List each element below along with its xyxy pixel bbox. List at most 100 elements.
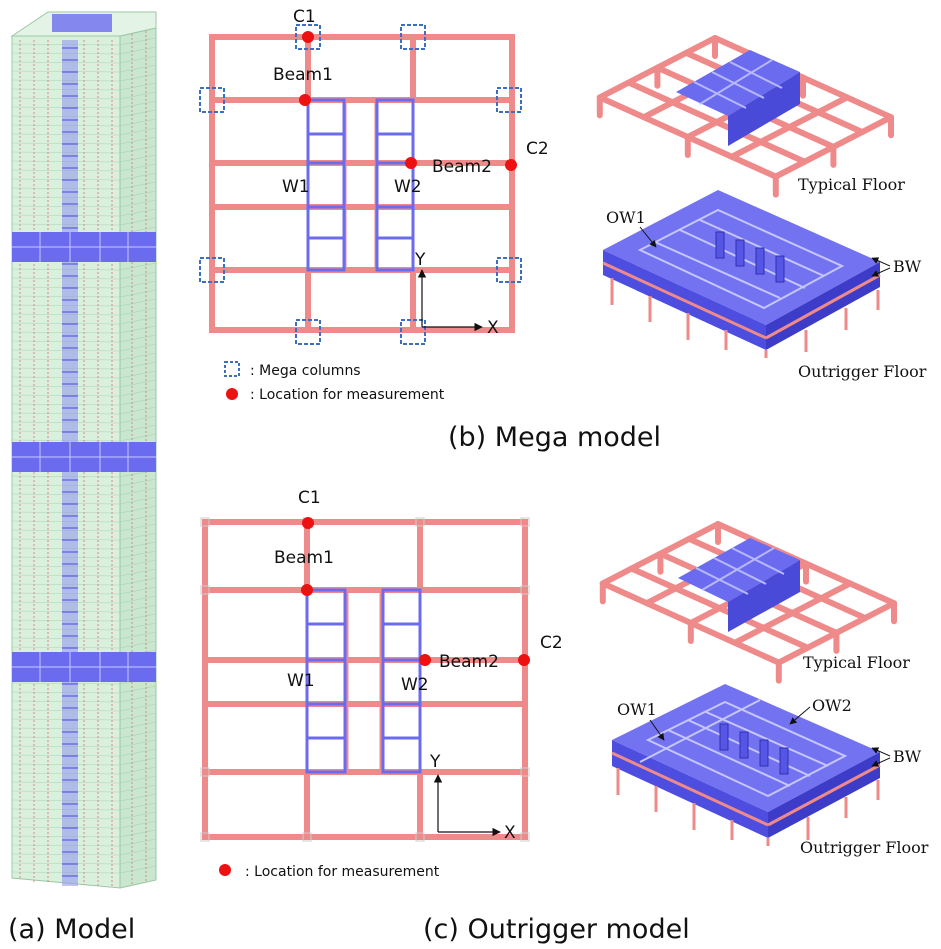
mega-column-marker: [295, 24, 321, 50]
tower-floor-line: [119, 622, 157, 631]
caption-b: (b) Mega model: [448, 422, 661, 453]
label-beam1: Beam1: [274, 548, 334, 568]
outrigger-plan-beams: [202, 519, 528, 840]
outrigger-band-1: [12, 232, 156, 262]
measure-point-c2: [518, 654, 530, 666]
mega-plan-core-walls: [306, 98, 415, 272]
tower-floor-line: [119, 433, 157, 442]
label-w1: W1: [282, 177, 310, 197]
mega-column-marker: [400, 319, 426, 345]
outrigger-legs: [610, 278, 880, 358]
legend-measurement: : Location for measurement: [250, 387, 445, 403]
tower-floor-line: [119, 424, 157, 433]
caption-a: (a) Model: [8, 914, 135, 945]
tower-floor-line: [119, 766, 157, 775]
mega-columns: [199, 24, 522, 345]
tower-floor-line: [119, 577, 157, 586]
tower-floor-line: [119, 136, 157, 145]
ow2-label: OW2: [812, 696, 852, 715]
tower-floor-line: [119, 370, 157, 379]
outrigger-floor-label: Outrigger Floor: [800, 838, 929, 857]
tower-floor-line: [119, 82, 157, 91]
tower-floor-line: [119, 298, 157, 307]
outrigger-core-fins: [715, 231, 785, 283]
tower-floor-line: [119, 73, 157, 82]
label-beam2: Beam2: [432, 157, 492, 177]
tower-floor-line: [119, 694, 157, 703]
tower-floor-line: [119, 586, 157, 595]
label-c2: C2: [526, 139, 549, 159]
label-c1: C1: [298, 488, 321, 508]
tower-floor-line: [119, 514, 157, 523]
tower-floor-line: [119, 811, 157, 820]
tower-floor-line: [119, 415, 157, 424]
label-w1: W1: [287, 671, 315, 691]
tower-floor-line: [119, 595, 157, 604]
tower-floor-line: [119, 613, 157, 622]
tower-crown: [52, 14, 112, 32]
typical-floor-label: Typical Floor: [803, 653, 910, 672]
tower-floor-line: [119, 505, 157, 514]
caption-c: (c) Outrigger model: [423, 914, 690, 945]
tower-floor-line: [119, 361, 157, 370]
tower-floor-line: [119, 559, 157, 568]
tower-floor-line: [119, 307, 157, 316]
outrigger-typical-core: [678, 538, 800, 632]
measure-point-beam2: [405, 157, 417, 169]
iso-beam: [731, 580, 853, 646]
tower-floor-line: [119, 838, 157, 847]
tower-floor-line: [119, 640, 157, 649]
mega-column-marker: [199, 257, 225, 283]
legend-measurement: : Location for measurement: [245, 864, 440, 880]
tower-floor-line: [119, 757, 157, 766]
tower-floor-line: [119, 802, 157, 811]
tower-floor-line: [119, 397, 157, 406]
typical-floor-label: Typical Floor: [798, 175, 905, 194]
label-w2: W2: [401, 675, 429, 695]
label-c2: C2: [540, 633, 563, 653]
tower-floor-line: [119, 325, 157, 334]
mega-typical-core: [676, 50, 800, 146]
outrigger-plan-columns: [200, 517, 530, 842]
outrigger-plan: C1 Beam1 Beam2 C2 W1 W2 Y X : Location f…: [200, 488, 563, 880]
tower-floor-line: [119, 64, 157, 73]
tower-floor-line: [119, 739, 157, 748]
mega-plan: C1 Beam1 Beam2 C2 W1 W2 Y X : Mega colum…: [199, 7, 549, 403]
tower-floor-line: [119, 91, 157, 100]
tower-floor-line: [119, 280, 157, 289]
measure-point-c1: [302, 517, 314, 529]
tower-floor-line: [119, 388, 157, 397]
label-c1: C1: [293, 7, 316, 27]
tower-floor-line: [119, 127, 157, 136]
label-w2: W2: [394, 177, 422, 197]
tower-floor-line: [119, 343, 157, 352]
tower-floor-line: [119, 46, 157, 55]
legend-measure-dot: [226, 388, 238, 400]
tower-floor-line: [119, 55, 157, 64]
outrigger-plan-core-slot: [345, 588, 383, 774]
tower-floor-line: [119, 730, 157, 739]
tower-floor-line: [119, 775, 157, 784]
tower-floor-line: [119, 865, 157, 874]
tower-floor-line: [119, 793, 157, 802]
tower-floor-line: [119, 109, 157, 118]
tower-floor-line: [119, 523, 157, 532]
mega-column-marker: [199, 87, 225, 113]
tower-floor-line: [119, 712, 157, 721]
legend-mega-columns: : Mega columns: [250, 363, 361, 379]
measure-point-beam1: [299, 94, 311, 106]
y-axis-label: Y: [414, 250, 426, 270]
tower-floor-line: [119, 118, 157, 127]
bw-label: BW: [893, 257, 922, 276]
mega-column-marker: [295, 319, 321, 345]
tower-floor-line: [119, 847, 157, 856]
outrigger-core-fins: [719, 723, 789, 775]
measure-point-beam1: [301, 584, 313, 596]
tower-floor-line: [119, 820, 157, 829]
tower-floor-line: [119, 271, 157, 280]
tower-floor-line: [119, 541, 157, 550]
tower-floor-line: [119, 100, 157, 109]
tower-floor-line: [119, 685, 157, 694]
tower-floor-line: [119, 262, 157, 271]
